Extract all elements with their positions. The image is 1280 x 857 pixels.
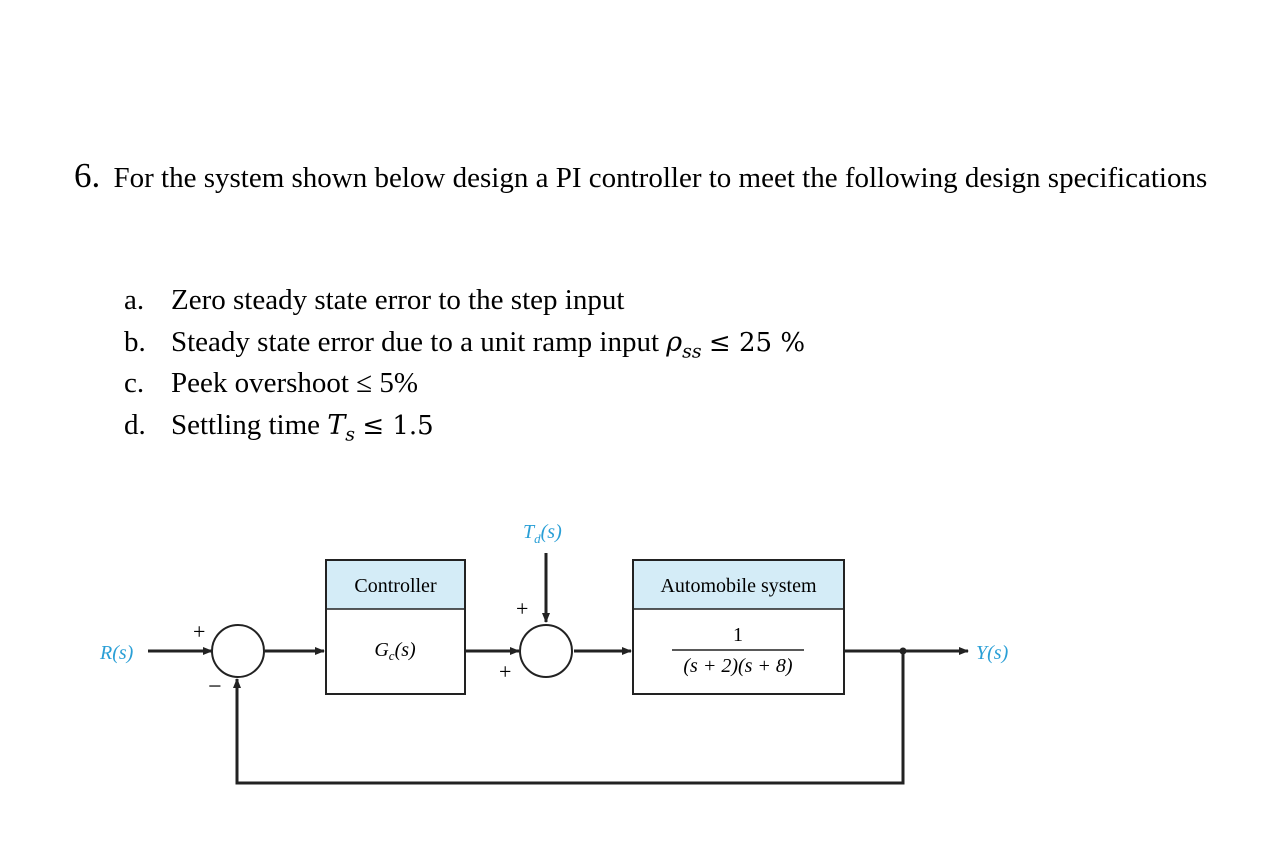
sum1-minus-sign: − — [208, 674, 222, 700]
spec-text: Zero steady state error to the step inpu… — [171, 284, 625, 316]
plant-block: Automobile system 1 (s + 2)(s + 8) — [632, 559, 845, 695]
sum1-plus-sign: + — [193, 619, 205, 644]
math-variable: Ts — [327, 409, 356, 445]
plant-header: Automobile system — [660, 575, 817, 597]
math-relation: ≤ 25 % — [708, 327, 806, 358]
summing-junction-2 — [519, 624, 573, 678]
plant-numerator: 1 — [733, 624, 743, 646]
spec-item-d: d. Settling time Ts ≤ 1.5 — [124, 406, 805, 448]
spec-letter: a. — [124, 284, 145, 316]
question-number: 6. — [74, 156, 101, 195]
feedback-path — [233, 651, 905, 785]
question-prompt: For the system shown below design a PI c… — [113, 162, 1208, 194]
spec-text: Settling time — [171, 408, 328, 441]
sum2-left-plus-sign: + — [499, 659, 511, 684]
spec-letter: d. — [124, 408, 146, 441]
input-signal-label: R(s) — [99, 642, 134, 664]
spec-item-a: a. Zero steady state error to the step in… — [124, 281, 805, 323]
question-text: 6. For the system shown below design a P… — [74, 156, 1214, 198]
disturbance-label: Td(s) — [523, 521, 562, 546]
spec-item-c: c. Peek overshoot ≤ 5% — [124, 364, 805, 406]
summing-junction-1 — [211, 624, 265, 678]
sum2-top-plus-sign: + — [516, 596, 528, 621]
spec-text: Steady state error due to a unit ramp in… — [171, 325, 667, 358]
controller-header: Controller — [354, 575, 437, 597]
spec-letter: c. — [124, 367, 145, 399]
spec-letter: b. — [124, 325, 146, 358]
specification-list: a. Zero steady state error to the step in… — [124, 281, 805, 447]
spec-item-b: b. Steady state error due to a unit ramp … — [124, 323, 805, 365]
math-relation: ≤ 1.5 — [362, 410, 434, 441]
plant-denominator: (s + 2)(s + 8) — [683, 655, 793, 677]
pickoff-point — [899, 647, 907, 655]
spec-text: Peek overshoot ≤ 5% — [171, 367, 419, 399]
controller-block: Controller Gc(s) — [325, 559, 466, 695]
math-variable: ρss — [666, 326, 702, 362]
output-signal-label: Y(s) — [976, 642, 1009, 664]
controller-transfer-function: Gc(s) — [374, 639, 416, 663]
